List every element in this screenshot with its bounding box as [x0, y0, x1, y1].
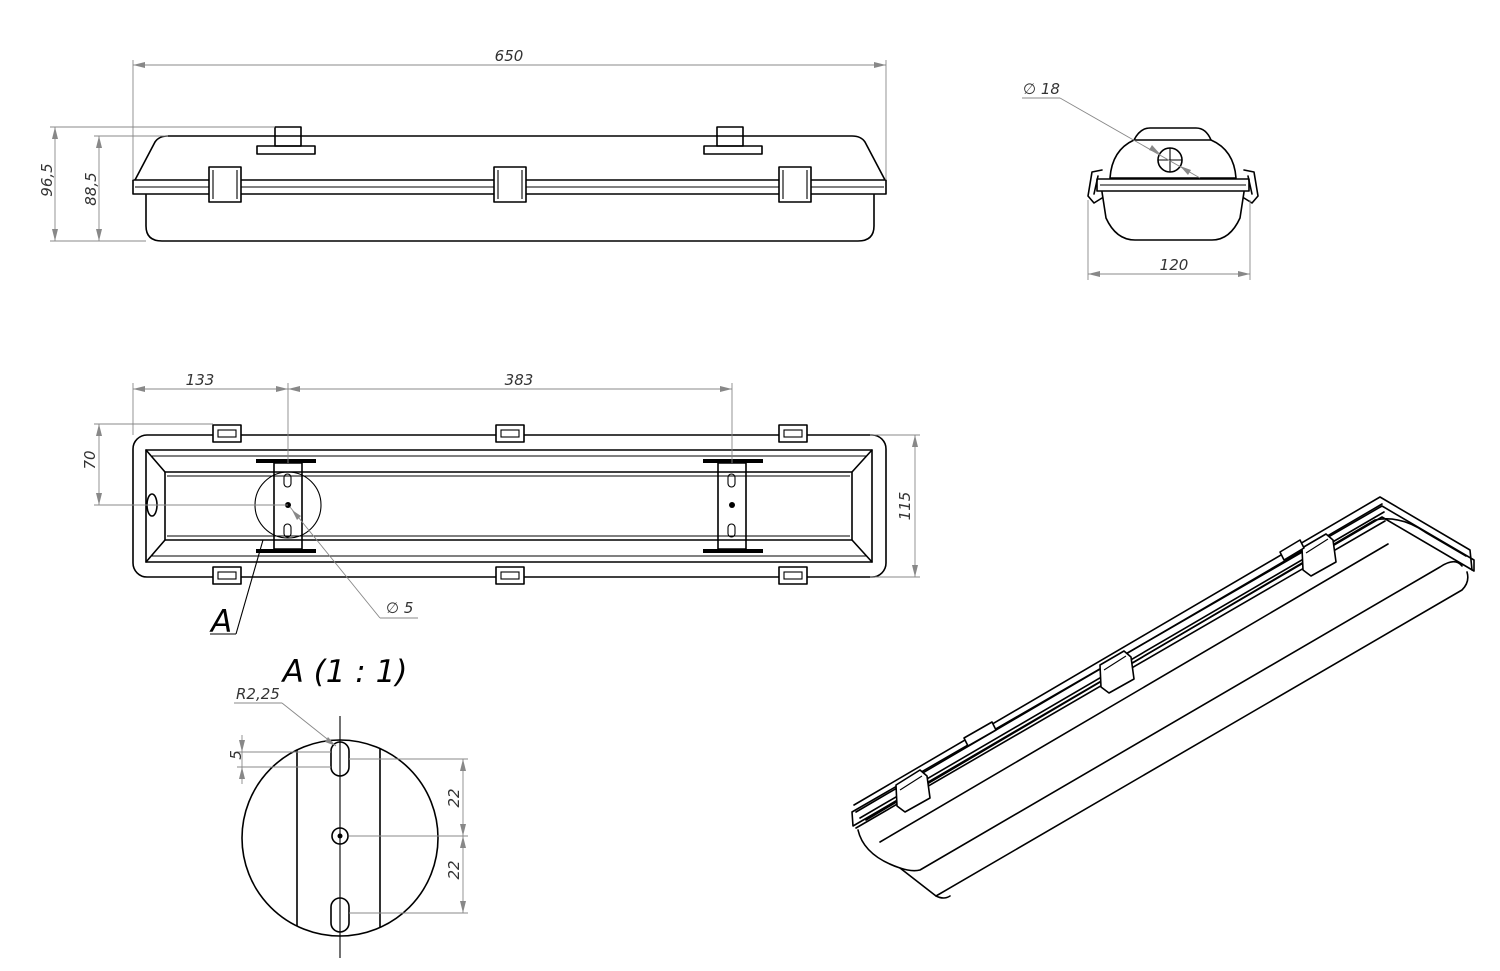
- hole-dimension: ∅ 5: [386, 599, 413, 617]
- front-view: 650 96,5 88,5: [38, 47, 887, 242]
- mounting-bracket-right: [703, 459, 763, 553]
- offset-dimension-vertical: 70: [81, 450, 99, 469]
- mounting-bracket-left: [254, 459, 322, 553]
- pitch-dimension-1: 22: [445, 788, 463, 807]
- detail-marker: A: [209, 604, 232, 640]
- iso-clips: [895, 533, 1337, 813]
- top-clips: [212, 424, 808, 585]
- radius-dimension: R2,25: [236, 685, 280, 703]
- detail-a: A (1 : 1) R2,25 5 22 22: [227, 654, 468, 958]
- top-view: 133 383 70 115 ∅ 5 A: [81, 371, 920, 640]
- diameter-dimension: ∅ 18: [1023, 80, 1060, 98]
- width-dimension-top: 115: [896, 492, 914, 521]
- offset-dimension: 133: [186, 371, 215, 389]
- height-total-dimension: 96,5: [38, 163, 56, 196]
- slot-dimension: 5: [227, 750, 245, 760]
- height-body-dimension: 88,5: [82, 172, 100, 205]
- detail-title: A (1 : 1): [281, 654, 408, 690]
- end-view: ∅ 18 120: [1022, 80, 1259, 280]
- length-dimension: 650: [495, 47, 524, 65]
- pitch-dimension-2: 22: [445, 860, 463, 879]
- isometric-view: [851, 496, 1475, 899]
- bracket-spacing-dimension: 383: [505, 371, 534, 389]
- width-dimension: 120: [1160, 256, 1189, 274]
